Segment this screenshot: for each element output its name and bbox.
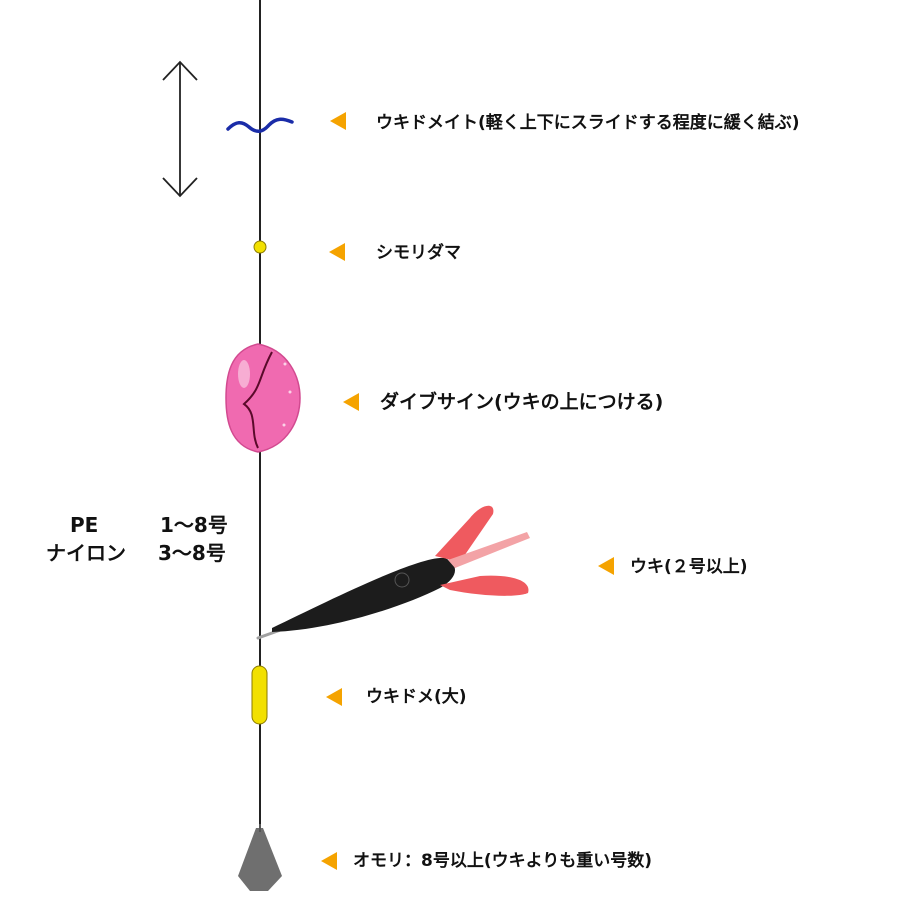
stopper-knot-thread: [226, 117, 294, 133]
label-dive-sign: ダイブサイン(ウキの上につける): [380, 391, 664, 413]
pointer-arrow-float-stopper: [326, 688, 342, 706]
line-spec-nylon-value: 3〜8号: [158, 541, 226, 565]
label-sinker: オモリ：8号以上(ウキよりも重い号数): [353, 851, 653, 871]
shimoridama-bead: [253, 240, 267, 254]
label-shimoridama: シモリダマ: [376, 243, 461, 263]
sinker: [238, 824, 282, 891]
pointer-arrow-dive-sign: [343, 393, 359, 411]
label-float: ウキ(２号以上): [630, 557, 748, 577]
slide-range-arrow: [162, 60, 198, 198]
line-spec-pe-label: PE: [70, 513, 99, 537]
dive-sign: [225, 343, 301, 453]
label-float-stopper: ウキドメ(大): [366, 687, 467, 707]
float: [256, 505, 530, 640]
label-uki-dome-ito: ウキドメイト(軽く上下にスライドする程度に緩く結ぶ): [376, 113, 800, 133]
pointer-arrow-float: [598, 557, 614, 575]
line-spec-nylon-label: ナイロン: [46, 541, 126, 565]
float-stopper-bead: [251, 665, 268, 725]
line-spec-pe-value: 1〜8号: [160, 513, 228, 537]
pointer-arrow-sinker: [321, 852, 337, 870]
pointer-arrow-knot: [330, 112, 346, 130]
pointer-arrow-shimoridama: [329, 243, 345, 261]
